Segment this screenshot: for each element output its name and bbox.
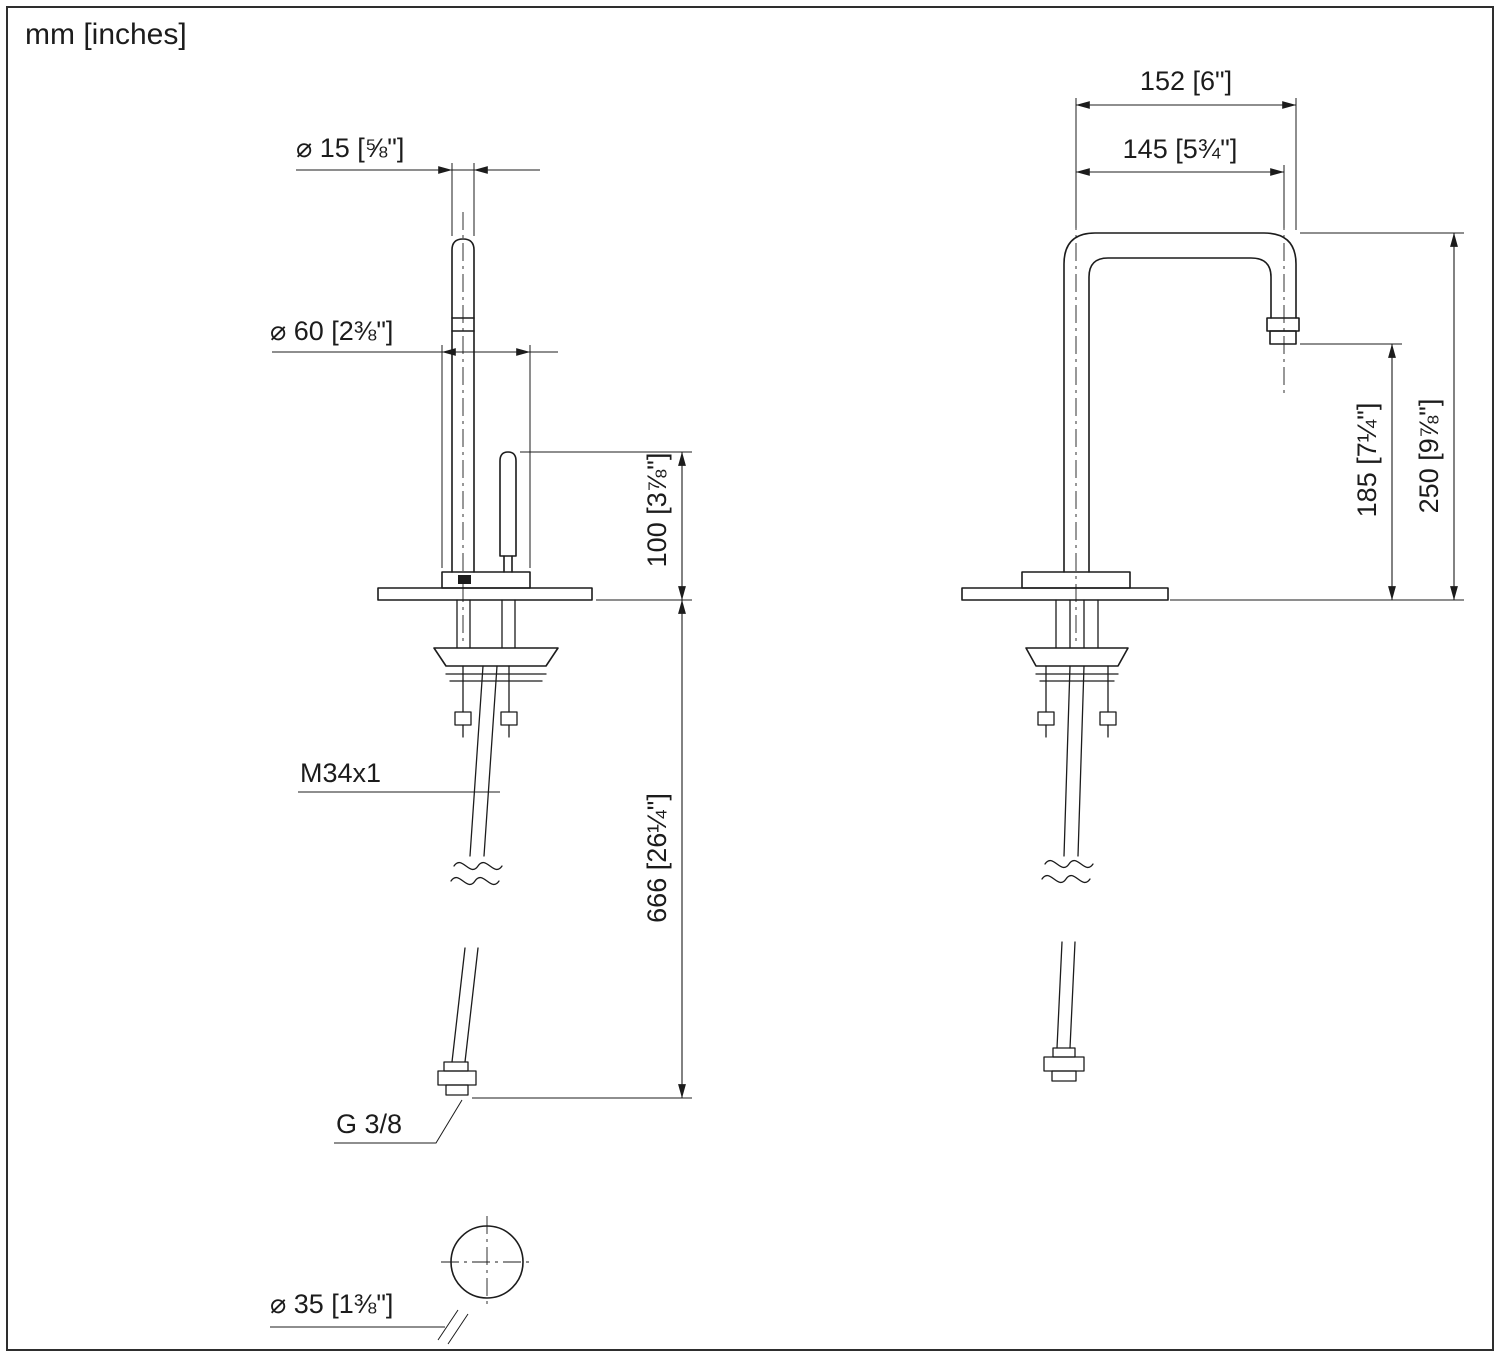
dim-outlet-height: 185 [7¼"] [1352, 403, 1382, 518]
hose-break-mark [450, 876, 500, 886]
units-label: mm [inches] [25, 18, 187, 51]
front-view-centerlines [1075, 212, 1285, 645]
dim-mounting-hole-diameter: ⌀ 35 [1⅜"] [270, 1289, 393, 1319]
dim-spout-height: 250 [9⅞"] [1414, 399, 1444, 514]
side-view-dimension-lines [270, 163, 692, 1345]
front-view-dimension-lines [1075, 98, 1464, 601]
dim-spout-diameter: ⌀ 15 [⅝"] [296, 133, 404, 163]
dim-base-height: 100 [3⅞"] [642, 453, 672, 568]
side-view-faucet-body [377, 238, 593, 601]
dim-base-diameter: ⌀ 60 [2⅜"] [270, 316, 393, 346]
hose-break-mark [1044, 859, 1094, 869]
side-view-undermount-assembly [433, 599, 559, 1096]
connection-leader-line [334, 1099, 463, 1144]
page-border [6, 6, 1494, 1351]
hose-break-mark [1041, 874, 1091, 884]
front-view-undermount-assembly [1025, 599, 1129, 1082]
side-view-mounting-hole [441, 1216, 533, 1308]
dim-total-length: 666 [26¼"] [642, 793, 672, 923]
side-view: ⌀ 15 [⅝"] ⌀ 60 [2⅜"] 100 [3⅞"] 666 [26¼"… [270, 133, 692, 1345]
front-view-faucet-body [961, 232, 1300, 601]
label-thread: M34x1 [300, 758, 381, 788]
label-connection: G 3/8 [336, 1109, 402, 1139]
spout-outlet [1266, 317, 1300, 332]
dim-spout-width-outer: 152 [6"] [1140, 66, 1232, 96]
sensor-window [458, 575, 471, 584]
hose-break-mark [453, 861, 503, 871]
dim-spout-width-center: 145 [5¾"] [1123, 134, 1238, 164]
front-view: 152 [6"] 145 [5¾"] 185 [7¼"] 250 [9⅞"] [961, 66, 1464, 1082]
